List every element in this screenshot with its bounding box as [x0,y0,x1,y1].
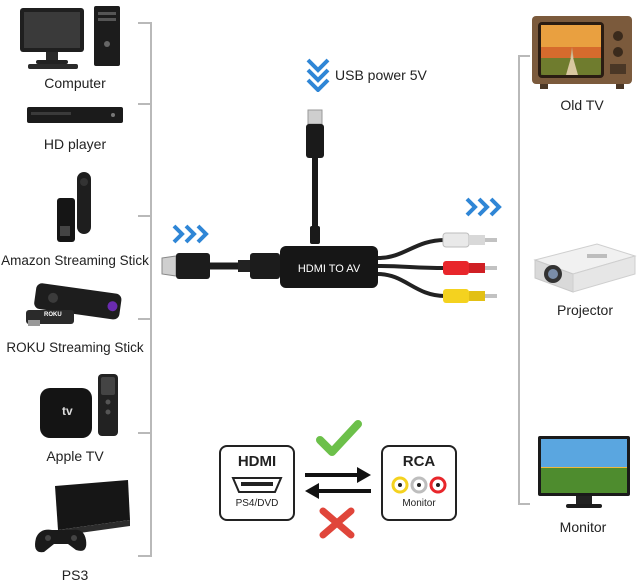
adapter-cable-assembly [160,228,510,318]
output-arrow-icon [465,197,505,217]
checkmark-icon [316,420,362,458]
adapter-box-label: HDMI TO AV [297,263,361,275]
hdmi-badge-sub: PS4/DVD [235,498,279,509]
apple-tv-logo-text: tv [62,404,73,418]
usb-power-label: USB power 5V [335,67,427,83]
rca-badge-title: RCA [402,453,436,470]
amazon-stick-icon [55,170,100,245]
usb-power-chevron-icon [306,58,330,92]
roku-stick-icon [22,282,128,332]
usb-connector-icon [300,108,330,248]
computer-icon [18,4,128,70]
rca-target-badge: RCA Monitor [381,445,457,521]
left-bracket-tick-2 [138,103,152,105]
left-bracket-top-tick [138,22,152,24]
old-tv-icon [530,14,634,90]
hdmi-port-icon [231,477,283,493]
roku-logo-text: ROKU [44,312,62,318]
apple-tv-icon [38,372,123,440]
rca-ports-icon [391,476,447,494]
left-bracket-tick-5 [138,432,152,434]
ps3-icon [30,478,135,560]
bidirectional-arrows-icon [303,466,373,500]
cross-icon [318,506,356,540]
output-label-old-tv: Old TV [560,97,604,113]
hdmi-source-badge: HDMI PS4/DVD [219,445,295,521]
source-label-amazon: Amazon Streaming Stick [1,253,149,268]
output-label-projector: Projector [556,302,614,318]
source-label-ps3: PS3 [61,567,89,583]
projector-icon [527,240,637,296]
hd-player-icon [25,103,125,127]
rca-badge-sub: Monitor [402,498,436,509]
hdmi-badge-title: HDMI [237,453,277,470]
right-bracket-bottom-tick [518,503,530,505]
right-bracket [518,55,520,505]
input-arrow-icon [172,224,212,244]
source-label-hd-player: HD player [43,136,107,152]
source-label-apple-tv: Apple TV [46,448,104,464]
left-bracket-bottom-tick [138,555,152,557]
right-bracket-top-tick [518,55,530,57]
left-bracket-tick-4 [138,318,152,320]
left-bracket-tick-3 [138,215,152,217]
source-label-roku: ROKU Streaming Stick [6,340,144,355]
left-bracket [150,22,152,557]
monitor-icon [536,434,632,510]
output-label-monitor: Monitor [559,519,607,535]
source-label-computer: Computer [44,75,106,91]
